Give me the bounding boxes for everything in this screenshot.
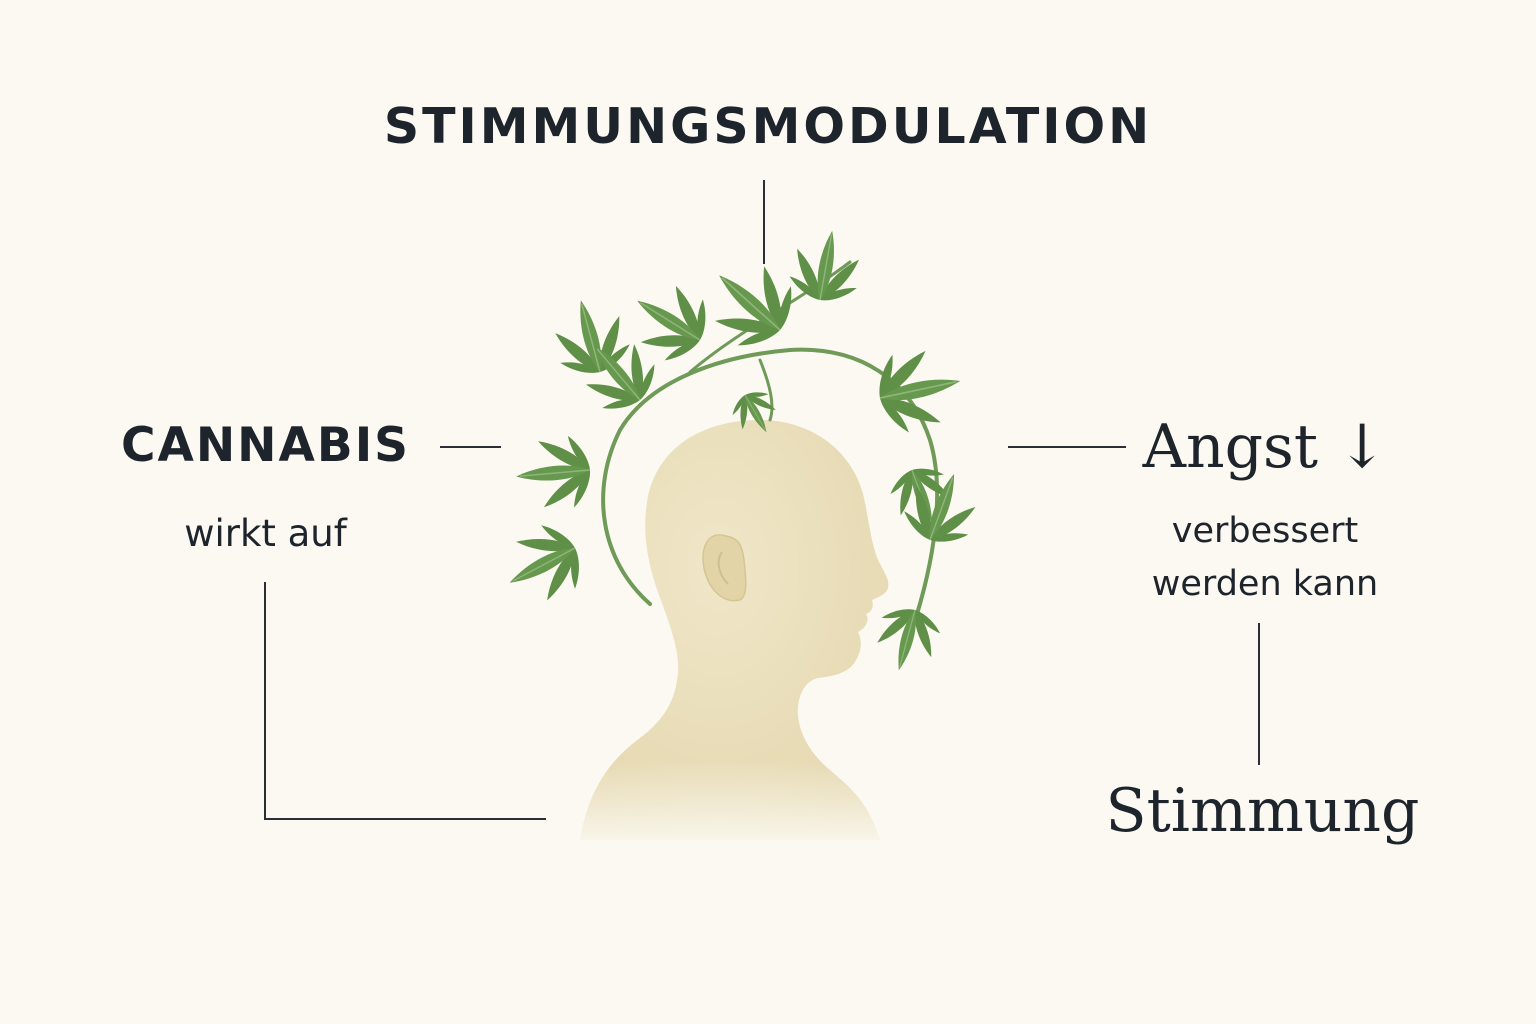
ear: [702, 534, 747, 602]
verbessert-line-1: verbessert: [1171, 511, 1359, 551]
cannabis-leaf-wreath: [492, 225, 988, 679]
connector-left-elbow: [264, 582, 546, 820]
angst-label: Angst ↓: [1142, 412, 1388, 482]
wirkt-auf-label: wirkt auf: [184, 512, 347, 555]
connector-lines: [264, 180, 1260, 820]
verbessert-line-2: werden kann: [1151, 564, 1379, 604]
stimmung-label: Stimmung: [1105, 776, 1420, 846]
diagram-title: STIMMUNGSMODULATION: [383, 98, 1153, 155]
verbessert-label: verbessert werden kann: [1110, 505, 1420, 611]
head-silhouette: [560, 420, 900, 850]
cannabis-label: CANNABIS: [120, 418, 411, 473]
